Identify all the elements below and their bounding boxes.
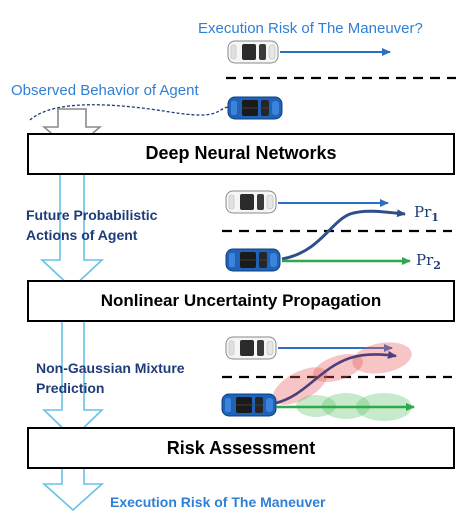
observed-trajectory — [29, 104, 229, 121]
mixture-scene — [221, 336, 452, 421]
dnn-title: Deep Neural Networks — [145, 143, 337, 163]
pr2-label: Pr2 — [416, 251, 441, 272]
execution-risk-question: Execution Risk of The Maneuver? — [198, 20, 423, 37]
dnn-box — [27, 133, 455, 175]
nup-title: Nonlinear Uncertainty Propagation — [100, 291, 382, 310]
observed-behavior-label: Observed Behavior of Agent — [11, 82, 199, 99]
pr1-label: Pr1 — [414, 203, 439, 224]
white-car-icon — [227, 40, 279, 64]
future-actions-scene — [222, 190, 452, 272]
blue-car-icon — [221, 393, 277, 417]
flow-arrow-3 — [42, 316, 104, 440]
future-actions-label-line1: Future Probabilistic — [26, 207, 158, 223]
blue-car-icon — [227, 96, 283, 120]
lane-change-trajectory — [275, 350, 397, 405]
non-gaussian-label-line2: Prediction — [36, 380, 105, 396]
flow-arrows — [39, 108, 105, 512]
lane-change-trajectory — [281, 209, 406, 261]
red-uncertainty — [272, 342, 412, 405]
top-scene — [29, 40, 456, 121]
flow-arrow-2 — [39, 172, 105, 290]
white-car-icon — [225, 336, 277, 360]
blue-car-icon — [225, 248, 281, 272]
future-actions-label-line2: Actions of Agent — [26, 227, 138, 243]
nup-box — [27, 280, 455, 322]
risk-title: Risk Assessment — [166, 438, 316, 458]
risk-box — [27, 427, 455, 469]
white-car-icon — [225, 190, 277, 214]
execution-risk-final: Execution Risk of The Maneuver — [110, 494, 326, 510]
non-gaussian-label-line1: Non-Gaussian Mixture — [36, 360, 185, 376]
